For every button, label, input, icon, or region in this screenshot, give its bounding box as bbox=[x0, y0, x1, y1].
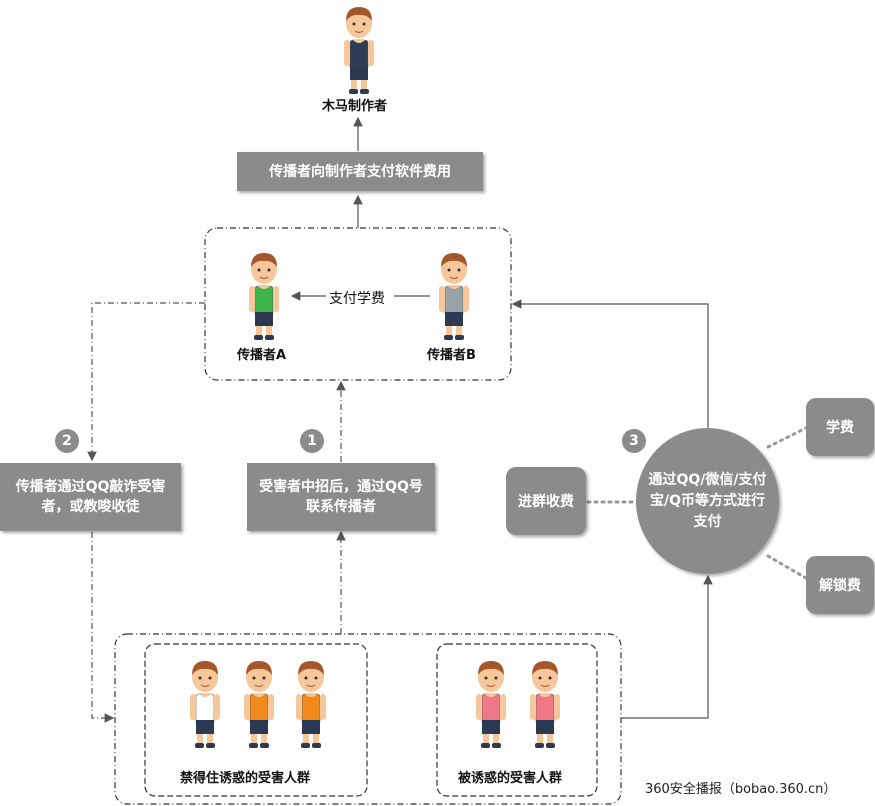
step1-text-line2: 联系传播者 bbox=[306, 499, 376, 515]
tempted-group-label: 被诱惑的受害人群 bbox=[458, 771, 563, 786]
payment-methods-circle: 通过QQ/微信/支付 宝/Q币等方式进行 支付 bbox=[636, 428, 779, 574]
spreader-b-figure bbox=[435, 250, 473, 346]
watermark: 360安全播报（bobao.360.cn） bbox=[645, 782, 837, 797]
maker-figure bbox=[340, 4, 378, 100]
victims-outer-border bbox=[114, 633, 622, 805]
step3-number: 3 bbox=[622, 429, 646, 453]
resist-victim-1 bbox=[186, 658, 224, 754]
step3-text-line3: 支付 bbox=[693, 513, 722, 530]
dots-unlock bbox=[766, 554, 808, 580]
tempted-victim-2 bbox=[526, 658, 564, 754]
arrow-spreaders-to-step2 bbox=[87, 302, 205, 462]
spreader-a-label: 传播者A bbox=[237, 348, 287, 363]
resist-victim-2 bbox=[240, 658, 278, 754]
resist-victim-3 bbox=[292, 658, 330, 754]
resist-group-border bbox=[144, 643, 368, 797]
tuition-arrow-label: 支付学费 bbox=[329, 291, 385, 307]
pay-maker-box: 传播者向制作者支付软件费用 bbox=[237, 152, 483, 191]
spreader-a-figure bbox=[245, 250, 283, 346]
spreaders-group-border bbox=[204, 227, 512, 381]
dots-tuition bbox=[766, 426, 808, 449]
unlock-fee-bubble: 解锁费 bbox=[806, 556, 874, 614]
tempted-group-border bbox=[436, 643, 598, 797]
step1-number: 1 bbox=[300, 429, 324, 453]
step2-box: 传播者通过QQ敲诈受害 者，或教唆收徒 bbox=[0, 463, 181, 531]
maker-label: 木马制作者 bbox=[322, 99, 388, 114]
step2-number: 2 bbox=[55, 429, 79, 453]
step2-text-line1: 传播者通过QQ敲诈受害 bbox=[15, 479, 166, 495]
arrow-step2-to-victims bbox=[91, 532, 115, 723]
step1-box: 受害者中招后，通过QQ号 联系传播者 bbox=[247, 463, 435, 531]
tempted-victim-1 bbox=[472, 658, 510, 754]
join-group-fee-text: 进群收费 bbox=[518, 494, 574, 510]
pay-maker-text: 传播者向制作者支付软件费用 bbox=[269, 163, 451, 180]
arrow-payment-to-spreaders bbox=[511, 299, 709, 428]
step3-text-line2: 宝/Q币等方式进行 bbox=[649, 492, 765, 509]
unlock-fee-text: 解锁费 bbox=[819, 578, 861, 594]
step2-text-line2: 者，或教唆收徒 bbox=[41, 499, 140, 515]
step1-text-line1: 受害者中招后，通过QQ号 bbox=[259, 479, 423, 495]
tuition-fee-text: 学费 bbox=[826, 420, 854, 436]
arrow-victims-to-payment bbox=[621, 574, 713, 719]
join-group-fee-bubble: 进群收费 bbox=[506, 467, 586, 535]
step3-text-line1: 通过QQ/微信/支付 bbox=[648, 471, 767, 488]
tuition-fee-bubble: 学费 bbox=[806, 398, 874, 456]
resist-group-label: 禁得住诱惑的受害人群 bbox=[180, 771, 311, 786]
spreader-b-label: 传播者B bbox=[427, 348, 476, 363]
